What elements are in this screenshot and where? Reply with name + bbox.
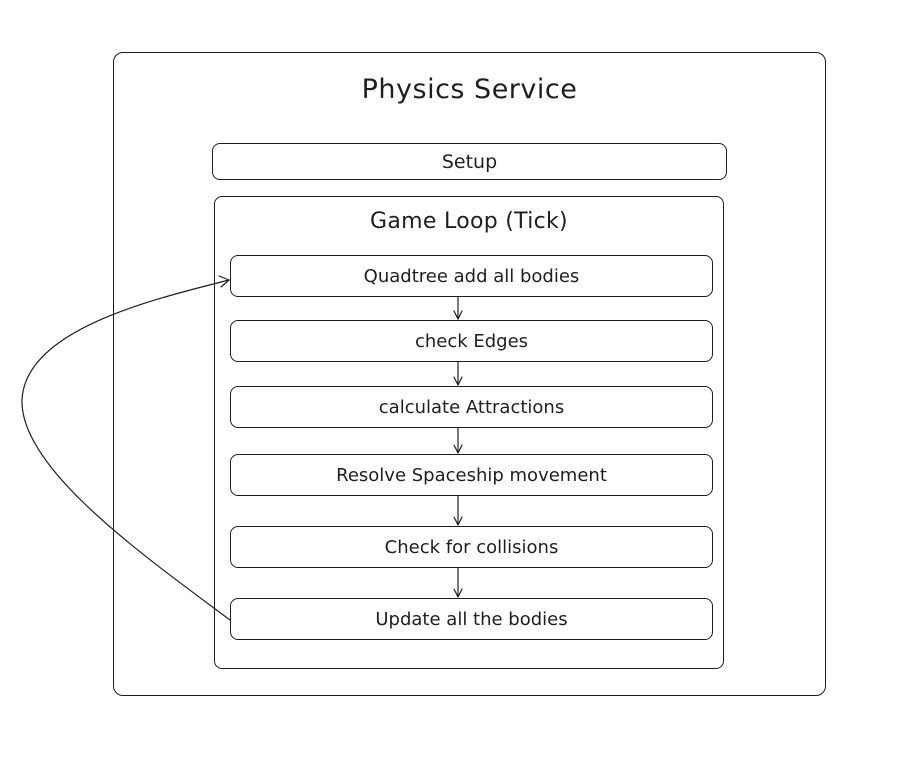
step-label: Quadtree add all bodies [363, 265, 580, 287]
setup-label: Setup [441, 150, 498, 173]
step-check-collisions: Check for collisions [230, 526, 713, 568]
step-quadtree-add-bodies: Quadtree add all bodies [230, 255, 713, 297]
step-update-bodies: Update all the bodies [230, 598, 713, 640]
step-label: calculate Attractions [378, 396, 565, 418]
game-loop-title: Game Loop (Tick) [370, 209, 568, 234]
step-label: Update all the bodies [375, 608, 568, 630]
step-calculate-attractions: calculate Attractions [230, 386, 713, 428]
step-resolve-spaceship-movement: Resolve Spaceship movement [230, 454, 713, 496]
step-label: Check for collisions [384, 536, 559, 558]
step-label: Resolve Spaceship movement [336, 464, 607, 486]
step-check-edges: check Edges [230, 320, 713, 362]
setup-box: Setup [212, 143, 727, 180]
step-label: check Edges [414, 330, 529, 352]
physics-service-title: Physics Service [361, 74, 578, 105]
